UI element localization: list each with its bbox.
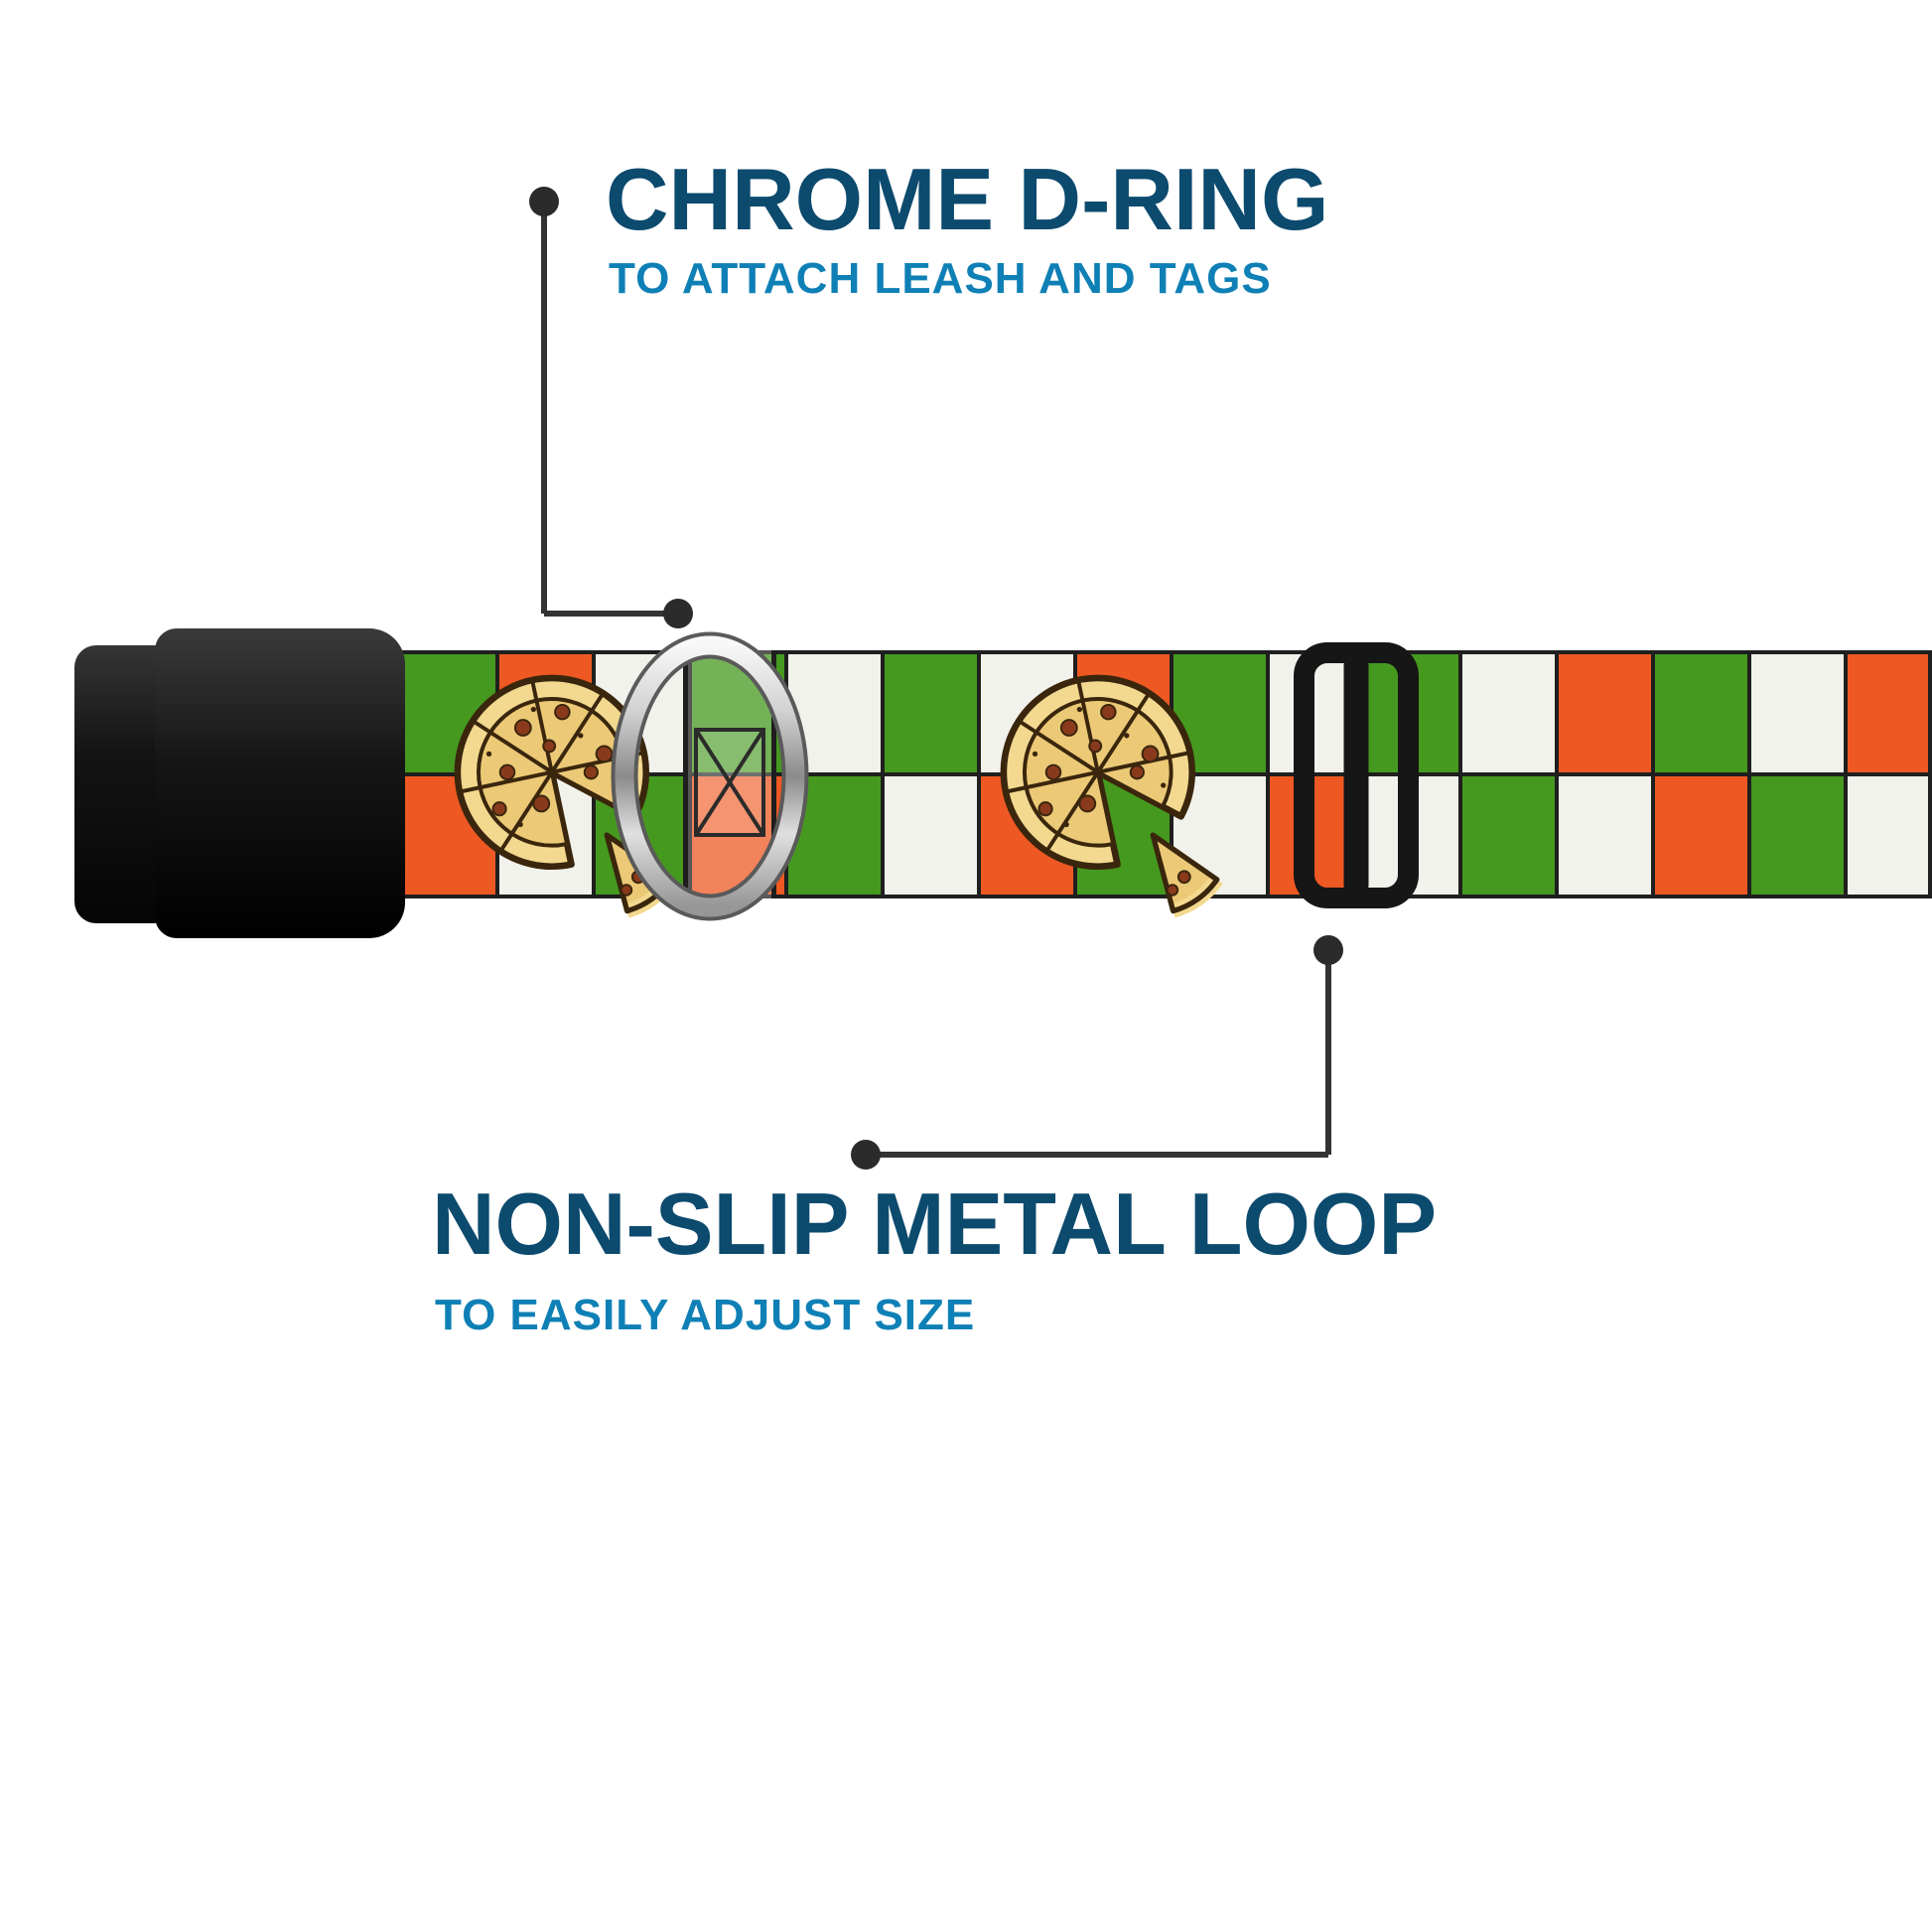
metal-loop-icon	[1294, 642, 1419, 908]
callout-line-top-horizontal	[544, 611, 681, 617]
callout-subtitle-bottom: TO EASILY ADJUST SIZE	[435, 1291, 976, 1339]
callout-dot-bottom-start	[1313, 935, 1343, 965]
pattern-tile	[1559, 776, 1651, 895]
pattern-tile	[1462, 654, 1555, 772]
pattern-tile	[1848, 654, 1928, 772]
pattern-tile	[885, 776, 977, 895]
callout-dot-top-start	[529, 187, 559, 216]
callout-dot-top-end	[663, 599, 693, 628]
buckle-icon-body	[155, 628, 405, 938]
pizza-icon	[1000, 674, 1223, 918]
pattern-tile	[1848, 776, 1928, 895]
d-ring-icon	[611, 631, 809, 921]
pattern-tile	[1751, 776, 1844, 895]
stitch-box-icon	[694, 728, 765, 837]
callout-title-top: CHROME D-RING	[606, 150, 1329, 248]
pattern-tile	[1655, 654, 1747, 772]
callout-line-bottom-horizontal	[866, 1152, 1328, 1158]
callout-subtitle-top: TO ATTACH LEASH AND TAGS	[609, 254, 1272, 303]
pattern-tile	[1462, 776, 1555, 895]
pattern-tile	[1751, 654, 1844, 772]
pattern-tile	[885, 654, 977, 772]
strap-fold	[683, 650, 776, 898]
callout-title-bottom: NON-SLIP METAL LOOP	[432, 1174, 1438, 1273]
pattern-tile	[1655, 776, 1747, 895]
callout-line-bottom-vertical	[1325, 950, 1331, 1155]
callout-line-top-vertical	[541, 202, 547, 614]
metal-loop-center-bar	[1343, 659, 1369, 892]
pattern-tile	[1559, 654, 1651, 772]
callout-dot-bottom-end	[851, 1140, 881, 1170]
collar-strap	[399, 650, 1932, 898]
